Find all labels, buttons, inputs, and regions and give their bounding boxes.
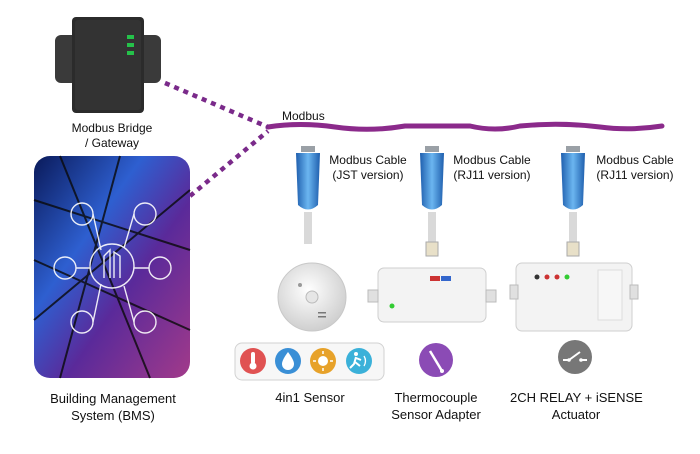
relay-actuator-device (509, 262, 639, 332)
bms-label: Building Management System (BMS) (33, 390, 193, 424)
cable-2 (420, 146, 444, 257)
bus-label: Modbus (282, 109, 325, 123)
cable-1 (296, 146, 320, 244)
bms-dotted-link (188, 129, 270, 198)
device-2-label-line1: Thermocouple (394, 390, 478, 405)
humidity-icon (275, 348, 301, 374)
gateway-label-line1: Modbus Bridge (71, 121, 153, 135)
cable-3-label: Modbus Cable (RJ11 version) (590, 153, 680, 183)
4in1-sensor-device (277, 262, 347, 332)
device-3-label-line2: Actuator (551, 407, 601, 422)
cable-3-label-line2: (RJ11 version) (596, 168, 674, 182)
bms-label-line1: Building Management (50, 391, 176, 406)
device-3-label-line1: 2CH RELAY + iSENSE (510, 390, 643, 405)
bms-label-line2: System (BMS) (71, 408, 155, 423)
device-3-label: 2CH RELAY + iSENSE Actuator (510, 389, 643, 423)
thermocouple-adapter-device (367, 267, 497, 323)
cable-1-label-line1: Modbus Cable (329, 153, 407, 167)
cable-2-label: Modbus Cable (RJ11 version) (447, 153, 537, 183)
device-2-label-line2: Sensor Adapter (391, 407, 481, 422)
light-icon (310, 348, 336, 374)
cable-1-label: Modbus Cable (JST version) (323, 153, 413, 183)
cable-3 (561, 146, 585, 257)
device-1-label: 4in1 Sensor (262, 389, 358, 406)
gateway-label-line2: / Gateway (84, 136, 140, 150)
thermometer-icon (240, 348, 266, 374)
relay-switch-icon (558, 340, 592, 374)
modbus-gateway-device (55, 17, 161, 113)
motion-icon (346, 348, 372, 374)
thermocouple-probe-icon (419, 343, 453, 377)
gateway-label: Modbus Bridge / Gateway (52, 121, 172, 151)
cable-3-label-line1: Modbus Cable (596, 153, 674, 167)
gateway-dotted-link (164, 80, 269, 130)
modbus-bus-line (265, 121, 665, 132)
sensor-icon-panel (234, 342, 385, 381)
device-2-label: Thermocouple Sensor Adapter (380, 389, 492, 423)
cable-2-label-line2: (RJ11 version) (453, 168, 531, 182)
cable-2-label-line1: Modbus Cable (453, 153, 531, 167)
bms-image (33, 155, 191, 379)
device-1-label-line1: 4in1 Sensor (275, 390, 345, 405)
cable-1-label-line2: (JST version) (332, 168, 404, 182)
